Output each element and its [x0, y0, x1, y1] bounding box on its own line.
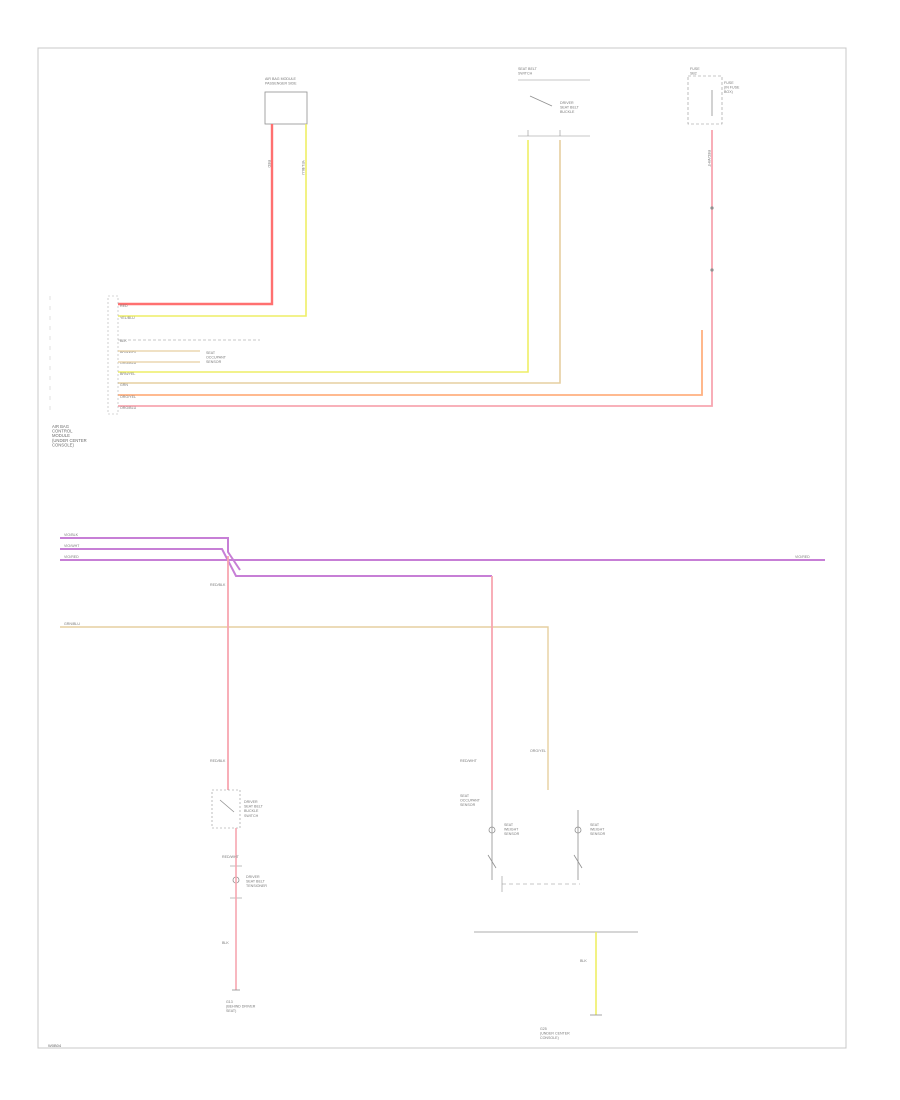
- diagram-frame: [37, 47, 847, 1049]
- pin-label-8: GRN: [120, 383, 128, 387]
- tan-wire-2: [60, 626, 549, 790]
- tan-branch-code: ORG/YEL: [530, 749, 546, 753]
- left-branch-code-2: RED/BLK: [210, 759, 226, 763]
- tensioner-code-2: BLK: [222, 941, 229, 945]
- pin-label-2: YEL/BLU: [120, 316, 135, 320]
- red-wire-code: RED: [267, 160, 271, 168]
- pin-label-9: ORG/YEL: [120, 395, 136, 399]
- pin-label-4: BLK: [120, 339, 127, 343]
- red-wire: [118, 124, 274, 306]
- violet-code-2: VIO/WHT: [64, 544, 80, 548]
- page-code: W0B04: [48, 1043, 62, 1048]
- center-branch-code: RED/WHT: [460, 759, 478, 763]
- yellow-wire-2: [118, 140, 529, 373]
- pin-label-5: BRN/WHT: [120, 350, 138, 354]
- violet-code-3: VIO/RED: [64, 555, 79, 559]
- yellow-wire-1: [118, 124, 307, 317]
- violet-code-right: VIO/RED: [795, 555, 810, 559]
- tensioner-code: RED/WHT: [222, 855, 240, 859]
- pin-label-10: ORG/BLU: [120, 406, 137, 410]
- violet-wire-2: [60, 548, 492, 577]
- left-branch-code: RED/BLK: [210, 583, 226, 587]
- violet-code-1: VIO/BLK: [64, 533, 79, 537]
- yellow-wire-code: YEL/BLU: [301, 160, 305, 175]
- pin-label-6: ORG/BLU: [120, 361, 137, 365]
- pink-wire-top: [118, 130, 713, 407]
- violet-wire-1: [60, 537, 241, 571]
- orange-wire-1: [118, 330, 703, 396]
- top-left-component-box: [264, 91, 308, 125]
- control-module-connector: RED YEL/BLU BLK BRN/WHT ORG/BLU BRN/YEL …: [52, 295, 138, 447]
- fuse-wire-code: RED/WHT: [707, 150, 711, 168]
- tan-wire-1: [118, 140, 561, 384]
- lower-wire-code: BLK: [580, 959, 587, 963]
- pin-label-1: RED: [120, 304, 128, 308]
- tan-code: GRN/BLU: [64, 622, 80, 626]
- pin-label-7: BRN/YEL: [120, 372, 135, 376]
